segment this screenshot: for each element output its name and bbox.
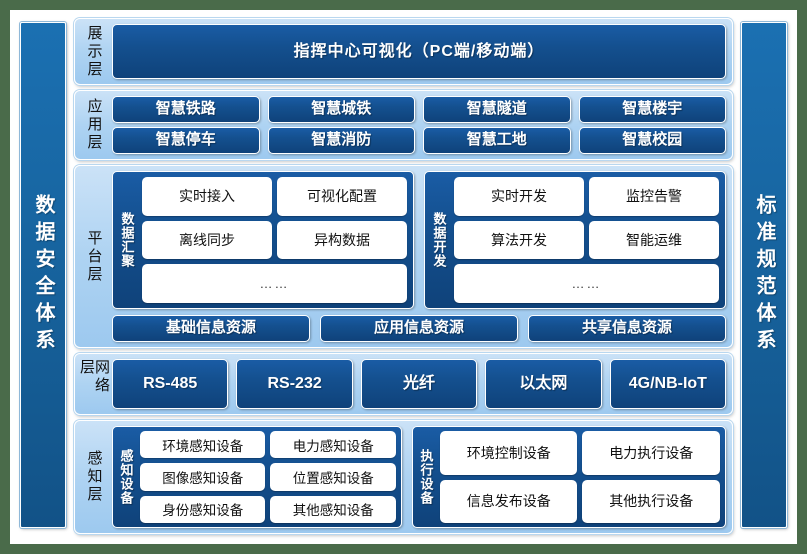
platform-cell-visual-config[interactable]: 可视化配置 <box>277 177 407 216</box>
layer-sense: 感知层 感知设备 环境感知设备 电力感知设备 图像感知设备 位置感知设备 身份感… <box>74 420 733 534</box>
app-item-smart-parking[interactable]: 智慧停车 <box>112 127 260 154</box>
layer-application-label-wrap: 应用层 <box>81 96 107 154</box>
platform-cell-aggregation-more[interactable]: …… <box>142 264 407 303</box>
platform-resource-application[interactable]: 应用信息资源 <box>320 315 518 342</box>
layer-display: 展示层 指挥中心可视化（PC端/移动端） <box>74 18 733 85</box>
actuator-cell-other-actuator[interactable]: 其他执行设备 <box>582 479 720 523</box>
right-pillar-standards: 标准规范体系 <box>741 22 787 528</box>
app-item-smart-campus[interactable]: 智慧校园 <box>578 127 726 154</box>
layer-sense-label: 感知层 <box>85 450 103 504</box>
platform-group-data-development: 数据开发 实时开发 监控告警 算法开发 智能运维 …… <box>424 171 726 309</box>
sense-cell-image-sensor[interactable]: 图像感知设备 <box>140 463 266 491</box>
layer-platform: 平台层 数据汇聚 实时接入 可视化配置 离线同步 异构数据 <box>74 165 733 348</box>
layer-sense-label-wrap: 感知层 <box>81 426 107 528</box>
platform-cell-algorithm-dev[interactable]: 算法开发 <box>454 220 584 260</box>
display-command-center-bar[interactable]: 指挥中心可视化（PC端/移动端） <box>112 24 726 79</box>
sense-group-sensing-label-wrap: 感知设备 <box>116 431 136 523</box>
layer-sense-body: 感知设备 环境感知设备 电力感知设备 图像感知设备 位置感知设备 身份感知设备 … <box>112 426 726 528</box>
sense-group-sensing-devices: 感知设备 环境感知设备 电力感知设备 图像感知设备 位置感知设备 身份感知设备 … <box>112 426 402 528</box>
diagram-canvas: 数据安全体系 展示层 指挥中心可视化（PC端/移动端） 应用层 智慧铁路 智慧城… <box>10 10 797 544</box>
sense-actuator-cells: 环境控制设备 电力执行设备 信息发布设备 其他执行设备 <box>439 431 720 523</box>
sense-sensing-cells: 环境感知设备 电力感知设备 图像感知设备 位置感知设备 身份感知设备 其他感知设… <box>140 431 396 523</box>
layer-network-label-wrap: 网络层 <box>78 359 110 409</box>
platform-cell-heterogeneous-data[interactable]: 异构数据 <box>277 220 407 260</box>
app-item-smart-site[interactable]: 智慧工地 <box>423 127 571 154</box>
layer-application: 应用层 智慧铁路 智慧城铁 智慧隧道 智慧楼宇 智慧停车 智慧消防 智慧工地 智… <box>74 90 733 160</box>
network-item-fiber[interactable]: 光纤 <box>360 359 478 409</box>
platform-resource-basic[interactable]: 基础信息资源 <box>112 315 310 342</box>
platform-development-cells: 实时开发 监控告警 算法开发 智能运维 …… <box>454 177 719 303</box>
platform-cell-monitor-alarm[interactable]: 监控告警 <box>589 177 719 216</box>
platform-group-aggregation-label-wrap: 数据汇聚 <box>117 177 137 303</box>
platform-cell-realtime-dev[interactable]: 实时开发 <box>454 177 584 216</box>
platform-aggregation-cells: 实时接入 可视化配置 离线同步 异构数据 …… <box>142 177 407 303</box>
sense-cell-environment-sensor[interactable]: 环境感知设备 <box>140 431 266 459</box>
layer-application-body: 智慧铁路 智慧城铁 智慧隧道 智慧楼宇 智慧停车 智慧消防 智慧工地 智慧校园 <box>112 96 726 154</box>
sense-group-actuator-label: 执行设备 <box>418 449 434 505</box>
platform-group-data-aggregation: 数据汇聚 实时接入 可视化配置 离线同步 异构数据 …… <box>112 171 414 309</box>
right-pillar-label: 标准规范体系 <box>753 194 775 356</box>
platform-cell-offline-sync[interactable]: 离线同步 <box>142 220 272 260</box>
layer-network-label: 网络层 <box>78 359 110 395</box>
app-item-smart-building[interactable]: 智慧楼宇 <box>578 96 726 123</box>
sense-group-sensing-label: 感知设备 <box>118 449 134 505</box>
layer-platform-label: 平台层 <box>85 229 103 284</box>
platform-resources: 基础信息资源 应用信息资源 共享信息资源 <box>112 315 726 342</box>
layer-display-label: 展示层 <box>85 24 103 79</box>
app-item-smart-fire[interactable]: 智慧消防 <box>267 127 415 154</box>
platform-group-development-label: 数据开发 <box>431 212 447 268</box>
network-item-4g-nbiot[interactable]: 4G/NB-IoT <box>609 359 727 409</box>
platform-cell-development-more[interactable]: …… <box>454 264 719 303</box>
platform-cell-smart-ops[interactable]: 智能运维 <box>589 220 719 260</box>
network-item-rs485[interactable]: RS-485 <box>112 359 229 409</box>
sense-cell-other-sensor[interactable]: 其他感知设备 <box>270 495 396 523</box>
layer-application-label: 应用层 <box>85 98 103 152</box>
layer-display-label-wrap: 展示层 <box>81 24 107 79</box>
app-item-smart-tunnel[interactable]: 智慧隧道 <box>423 96 571 123</box>
layer-display-body: 指挥中心可视化（PC端/移动端） <box>112 24 726 79</box>
layer-stack: 展示层 指挥中心可视化（PC端/移动端） 应用层 智慧铁路 智慧城铁 智慧隧道 … <box>74 18 733 534</box>
left-pillar-data-security: 数据安全体系 <box>20 22 66 528</box>
sense-group-actuator-label-wrap: 执行设备 <box>416 431 436 523</box>
app-item-smart-metro[interactable]: 智慧城铁 <box>267 96 415 123</box>
left-pillar-label: 数据安全体系 <box>32 194 54 356</box>
sense-groups: 感知设备 环境感知设备 电力感知设备 图像感知设备 位置感知设备 身份感知设备 … <box>112 426 726 528</box>
sense-cell-identity-sensor[interactable]: 身份感知设备 <box>140 495 266 523</box>
layer-platform-body: 数据汇聚 实时接入 可视化配置 离线同步 异构数据 …… 数 <box>112 171 726 342</box>
application-grid: 智慧铁路 智慧城铁 智慧隧道 智慧楼宇 智慧停车 智慧消防 智慧工地 智慧校园 <box>112 96 726 154</box>
network-items: RS-485 RS-232 光纤 以太网 4G/NB-IoT <box>112 359 727 409</box>
network-item-rs232[interactable]: RS-232 <box>236 359 353 409</box>
network-item-ethernet[interactable]: 以太网 <box>485 359 602 409</box>
actuator-cell-power-actuator[interactable]: 电力执行设备 <box>582 431 720 475</box>
actuator-cell-info-publish[interactable]: 信息发布设备 <box>439 479 578 523</box>
layer-network: 网络层 RS-485 RS-232 光纤 以太网 4G/NB-IoT <box>74 353 733 415</box>
platform-group-aggregation-label: 数据汇聚 <box>119 212 135 268</box>
platform-groups: 数据汇聚 实时接入 可视化配置 离线同步 异构数据 …… 数 <box>112 171 726 309</box>
layer-network-body: RS-485 RS-232 光纤 以太网 4G/NB-IoT <box>112 359 727 409</box>
layer-platform-label-wrap: 平台层 <box>81 171 107 342</box>
sense-cell-position-sensor[interactable]: 位置感知设备 <box>270 463 396 491</box>
app-item-smart-railway[interactable]: 智慧铁路 <box>112 96 260 123</box>
platform-cell-realtime-access[interactable]: 实时接入 <box>142 177 272 216</box>
platform-group-development-label-wrap: 数据开发 <box>429 177 449 303</box>
actuator-cell-environment-control[interactable]: 环境控制设备 <box>439 431 578 475</box>
sense-cell-power-sensor[interactable]: 电力感知设备 <box>270 431 396 459</box>
sense-group-actuator-devices: 执行设备 环境控制设备 电力执行设备 信息发布设备 其他执行设备 <box>411 426 726 528</box>
platform-resource-shared[interactable]: 共享信息资源 <box>528 315 726 342</box>
